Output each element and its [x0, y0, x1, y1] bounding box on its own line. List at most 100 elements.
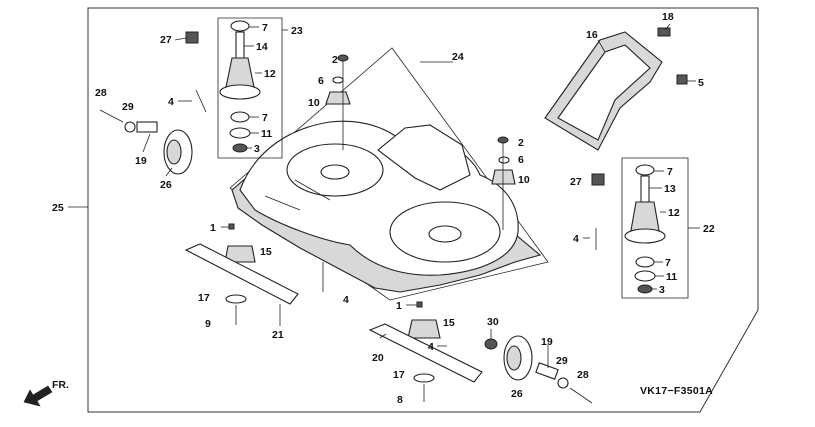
callout-3b: 3: [659, 284, 665, 296]
leader-20: [379, 333, 387, 339]
callout-7a: 7: [262, 22, 268, 34]
callout-29b: 29: [556, 355, 568, 367]
callout-16: 16: [586, 29, 598, 41]
left-spindle-bolt: [195, 89, 207, 113]
callout-7c: 7: [667, 166, 673, 178]
callout-28b: 28: [577, 369, 589, 381]
right-wheel-spacer: [484, 338, 498, 350]
right-blade-assembly: [368, 319, 483, 402]
callout-15a: 15: [260, 246, 272, 258]
deck-rib-2: [294, 179, 331, 201]
right-blade-key: [416, 301, 423, 308]
right-wheel-assembly: [484, 335, 593, 404]
callout-8: 8: [397, 394, 403, 406]
callout-4c: 4: [343, 294, 349, 306]
left-wheel-washer: [124, 121, 136, 133]
callout-labels: 25 23 27 7 14 12 4 7 11 3 28 29 19 26 24…: [52, 11, 715, 406]
callout-9: 9: [205, 318, 211, 330]
callout-17b: 17: [393, 369, 405, 381]
right-pivot-bolt: [497, 136, 509, 144]
right-pivot-washer: [498, 156, 510, 164]
left-spindle-seal: [229, 127, 251, 139]
deck-left-spindle-hole: [320, 164, 350, 180]
right-blade: [368, 323, 483, 383]
callout-22: 22: [703, 223, 715, 235]
callout-12a: 12: [264, 68, 276, 80]
callout-11a: 11: [261, 128, 272, 140]
callout-10b: 10: [518, 174, 530, 186]
leader-26a: [165, 167, 173, 177]
callout-10a: 10: [308, 97, 320, 109]
right-spindle-flange: [624, 228, 666, 244]
right-blade-adapter: [407, 319, 441, 339]
front-arrow-icon: [23, 385, 53, 407]
right-spindle-seal: [634, 270, 656, 282]
right-spindle-bearing-top: [635, 164, 655, 176]
callout-6a: 6: [318, 75, 324, 87]
right-spindle-nut: [637, 284, 653, 294]
left-pivot-bolt: [337, 54, 349, 62]
callout-29a: 29: [122, 101, 134, 113]
callout-12b: 12: [668, 207, 680, 219]
leader-18: [664, 23, 671, 31]
front-direction-indicator: FR.: [23, 379, 69, 407]
left-pivot-arm: [325, 91, 351, 105]
left-spindle-assembly: [185, 17, 283, 159]
right-blade-washer: [413, 373, 435, 383]
leader-19a: [142, 133, 151, 153]
left-wheel-assembly: [99, 109, 193, 175]
right-spindle-shaft: [640, 175, 650, 203]
leader-lines: [68, 23, 700, 368]
left-wheel-hub: [166, 139, 182, 165]
right-spindle-cap-nut: [591, 173, 605, 186]
callout-26a: 26: [160, 179, 172, 191]
callout-4a: 4: [168, 96, 174, 108]
callout-3a: 3: [254, 143, 260, 155]
callout-2a: 2: [332, 54, 338, 66]
deck-hardware: [228, 54, 516, 308]
discharge-chute: [544, 27, 688, 151]
left-blade-assembly: [184, 243, 299, 325]
left-blade: [184, 243, 299, 305]
left-spindle-bearing-bottom: [230, 111, 250, 123]
chute-pivot-bolt: [657, 27, 671, 37]
callout-1b: 1: [396, 300, 402, 312]
callout-13: 13: [664, 183, 676, 195]
callout-30: 30: [487, 316, 499, 328]
callout-11b: 11: [666, 271, 677, 283]
left-spindle-flange: [219, 84, 261, 100]
callout-25: 25: [52, 202, 64, 214]
left-spindle-cap-nut: [185, 31, 199, 44]
right-pivot-arm: [491, 169, 516, 185]
callout-27a: 27: [160, 34, 172, 46]
callout-15b: 15: [443, 317, 455, 329]
callout-5: 5: [698, 77, 704, 89]
right-wheel-washer: [557, 377, 569, 389]
callout-2b: 2: [518, 137, 524, 149]
callout-19b: 19: [541, 336, 553, 348]
callout-14: 14: [256, 41, 268, 53]
left-blade-washer: [225, 294, 247, 304]
callout-24: 24: [452, 51, 464, 63]
callout-28a: 28: [95, 87, 107, 99]
diagram-frame: [87, 7, 759, 413]
front-direction-label: FR.: [52, 379, 69, 391]
left-pivot-washer: [332, 76, 344, 84]
callout-1a: 1: [210, 222, 216, 234]
callout-26b: 26: [511, 388, 523, 400]
callout-21: 21: [272, 329, 284, 341]
right-wheel-hub: [506, 345, 522, 371]
callout-6b: 6: [518, 154, 524, 166]
callout-20: 20: [372, 352, 384, 364]
callout-18: 18: [662, 11, 674, 23]
left-spindle-bearing-top: [230, 20, 250, 32]
leader-16: [597, 39, 606, 53]
leader-27a: [174, 37, 187, 41]
callout-7b: 7: [262, 112, 268, 124]
drawing-code: VK17−F3501A: [640, 385, 713, 397]
left-spindle-nut: [232, 143, 248, 153]
deck-rib: [264, 195, 301, 211]
deck-right-spindle-hole: [428, 225, 462, 243]
chute-nut: [676, 74, 688, 85]
